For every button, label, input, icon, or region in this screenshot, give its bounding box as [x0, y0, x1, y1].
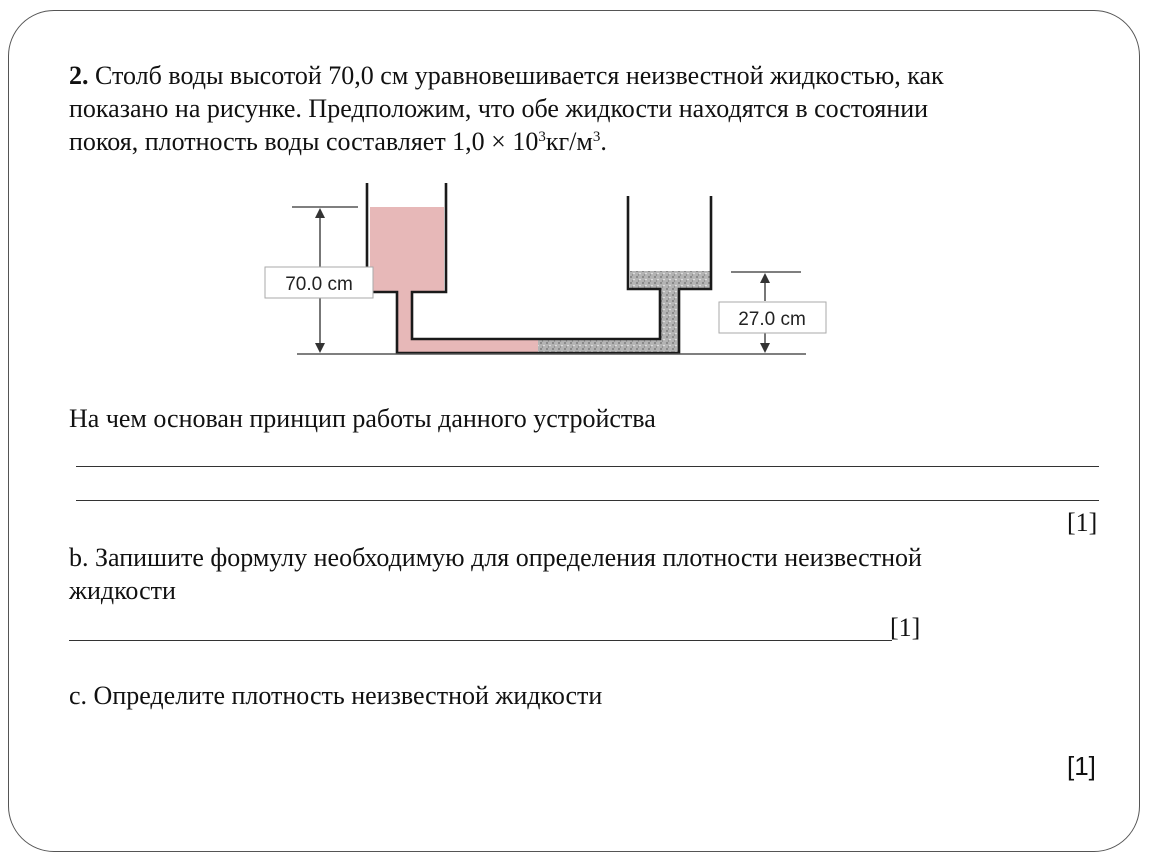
part-b-line-1: b. Запишите формулу необходимую для опре…	[69, 543, 922, 572]
question-text: 2. Столб воды высотой 70,0 см уравновеши…	[69, 59, 944, 158]
part-a-question: На чем основан принцип работы данного ус…	[69, 404, 656, 433]
right-dimension	[731, 271, 801, 353]
right-label-box	[718, 301, 827, 334]
part-b-mark: [1]	[890, 613, 921, 642]
question-number: 2.	[69, 61, 89, 90]
unknown-liquid	[538, 271, 710, 353]
left-height-label: 70.0 cm	[285, 274, 353, 295]
part-c-mark: [1]	[1067, 751, 1096, 781]
answer-line-b[interactable]	[69, 640, 892, 641]
question-line-3: покоя, плотность воды составляет 1,0 × 1…	[69, 127, 607, 156]
question-line-2: показано на рисунке. Предположим, что об…	[69, 94, 929, 123]
question-line-1: 2. Столб воды высотой 70,0 см уравновеши…	[69, 61, 944, 90]
answer-line-a1[interactable]	[76, 466, 1099, 467]
water-column	[370, 207, 538, 353]
part-c-question: c. Определите плотность неизвестной жидк…	[69, 681, 603, 710]
slide-card	[8, 10, 1140, 852]
answer-line-a2[interactable]	[76, 500, 1099, 501]
part-b-question: b. Запишите формулу необходимую для опре…	[69, 541, 922, 607]
left-label-box	[264, 266, 374, 299]
right-height-label: 27.0 cm	[738, 309, 806, 330]
part-a-mark: [1]	[1067, 508, 1098, 537]
part-b-line-2: жидкости	[69, 576, 176, 605]
